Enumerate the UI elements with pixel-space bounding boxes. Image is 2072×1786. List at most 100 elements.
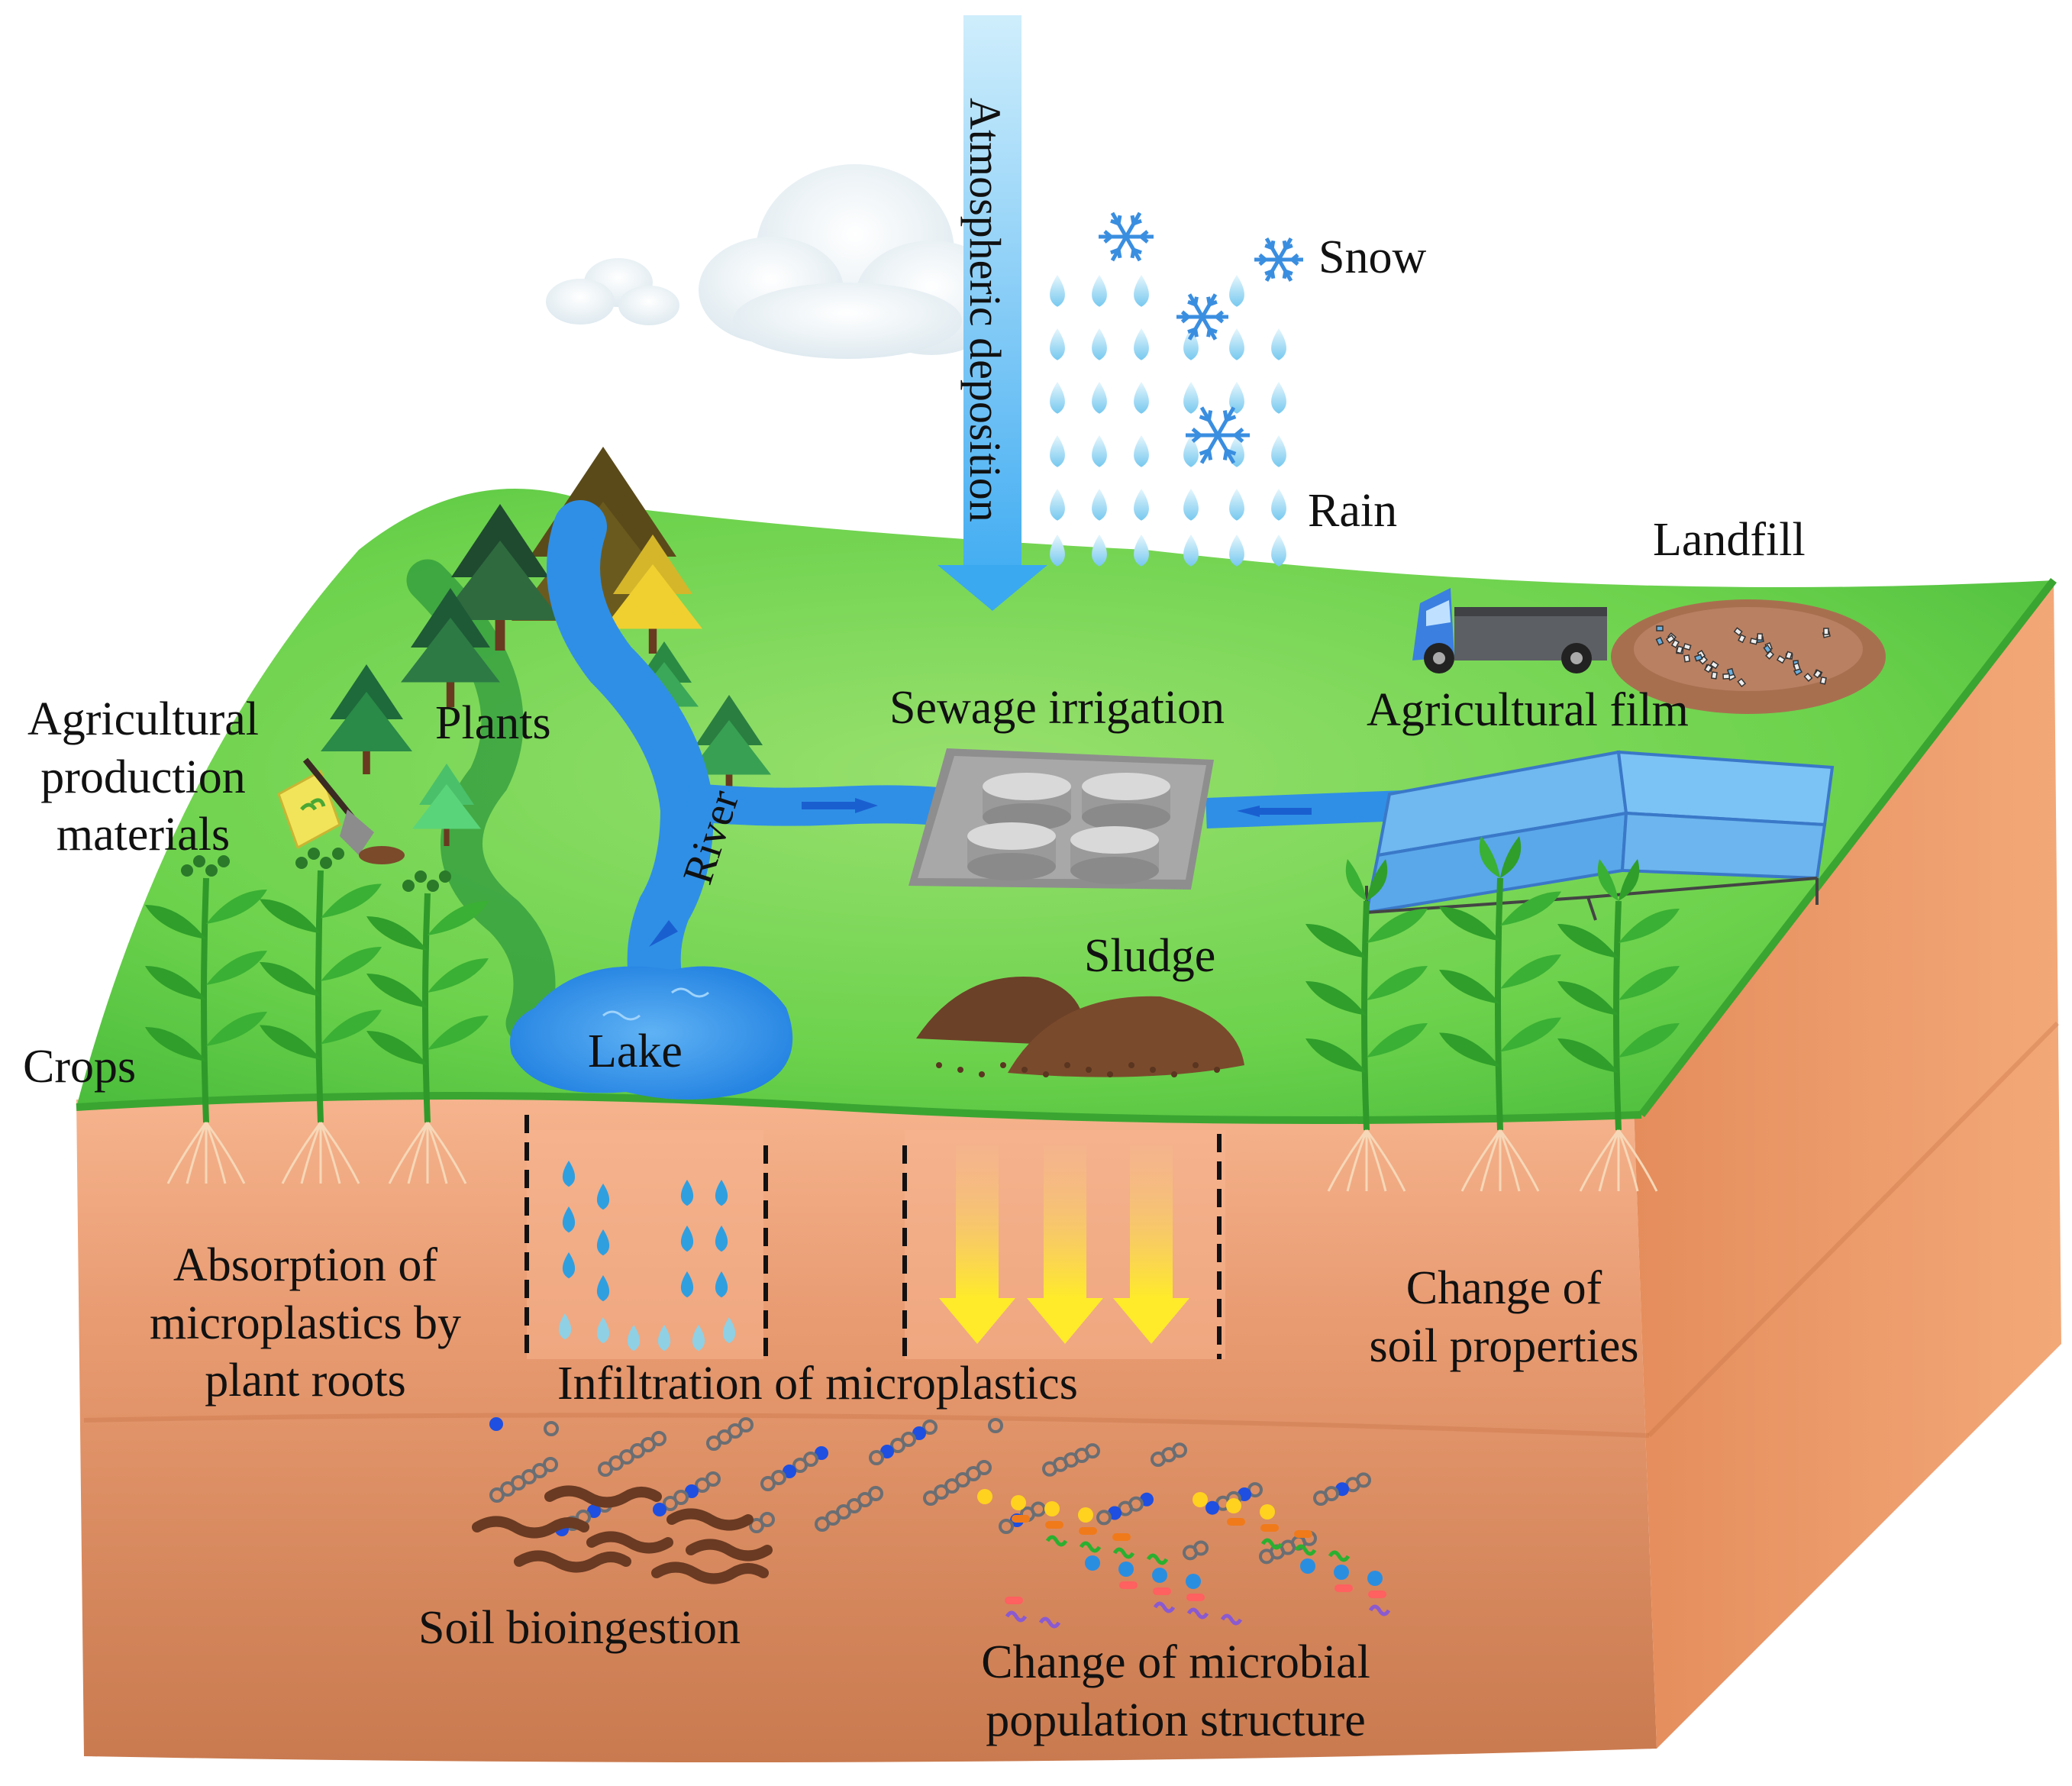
crop-icon: [260, 848, 382, 1184]
tree-icon: [412, 764, 481, 846]
raindrop-icon: [1134, 275, 1149, 307]
cloud-icon: [546, 258, 679, 325]
rain-label: Rain: [1308, 485, 1398, 537]
raindrop-icon: [1229, 489, 1244, 521]
change-soil-line: soil properties: [1369, 1319, 1639, 1372]
river: [547, 500, 1406, 1012]
microplastic-icon: [869, 1450, 884, 1465]
raindrop-icon: [1134, 382, 1149, 414]
crop-icon: [1305, 859, 1428, 1192]
raindrop-icon: [1271, 535, 1286, 567]
raindrop-icon: [1134, 535, 1149, 567]
snowflake-icon: [1186, 406, 1250, 464]
microbe-icon: [1186, 1574, 1201, 1589]
change-soil-properties-label: Change of soil properties: [1313, 1260, 1695, 1375]
change-microbial-line: Change of microbial: [981, 1636, 1370, 1688]
change-soil-line: Change of: [1406, 1262, 1602, 1314]
infiltration-boundaries: [524, 1115, 1222, 1359]
sludge-label: Sludge: [1084, 930, 1216, 982]
microbe-icon: [1226, 1498, 1241, 1513]
microplastic-icon: [912, 1426, 926, 1440]
microbe-icon: [977, 1489, 1391, 1629]
raindrop-icon: [680, 1226, 694, 1252]
agricultural-production-materials-line: Agricultural: [27, 693, 259, 745]
raindrop-icon: [1271, 435, 1286, 467]
raindrop-icon: [627, 1325, 641, 1352]
tree-icon: [603, 535, 702, 654]
raindrop-icon: [1271, 489, 1286, 521]
microplastic-icon: [489, 1487, 505, 1503]
microplastic-icon: [544, 1421, 559, 1436]
raindrop-icon: [715, 1226, 728, 1252]
microbe-icon: [1328, 1550, 1351, 1562]
crop-icon: [1557, 859, 1680, 1192]
raindrop-icon: [1183, 535, 1199, 567]
microbe-icon: [1227, 1518, 1245, 1526]
snowflake-icon: [1254, 237, 1303, 282]
microbe-icon: [1079, 1541, 1102, 1553]
microplastic-icon: [663, 1496, 678, 1511]
earthworm-icon: [472, 1485, 773, 1584]
greenhouse-icon: [1364, 750, 1835, 921]
raindrop-icon: [1092, 489, 1107, 521]
raindrop-icon: [1229, 535, 1244, 567]
raindrop-icon: [596, 1275, 610, 1302]
microbe-icon: [1294, 1530, 1312, 1538]
microplastic-icon: [749, 1518, 764, 1533]
microplastic-icon: [1183, 1545, 1198, 1561]
agricultural-production-materials-line: materials: [56, 809, 231, 861]
tree-icon: [439, 504, 561, 651]
soil-bioingestion-label: Soil bioingestion: [418, 1602, 741, 1654]
raindrop-icon: [1050, 535, 1065, 567]
raindrop-icon: [1271, 328, 1286, 360]
plants-label: Plants: [435, 697, 551, 749]
agricultural-production-materials-line: production: [40, 751, 246, 803]
raindrop-icon: [1092, 535, 1107, 567]
absorption-line: plant roots: [205, 1355, 406, 1407]
tank-icon: [1070, 826, 1159, 884]
microbe-icon: [1368, 1591, 1386, 1598]
microbe-icon: [1153, 1587, 1171, 1595]
microplastic-icon: [489, 1417, 503, 1431]
microbe-icon: [1038, 1616, 1061, 1629]
raindrop-icon: [562, 1252, 576, 1279]
microplastic-icon: [706, 1436, 721, 1451]
raindrop-icon: [1183, 489, 1199, 521]
microplastic-icon: [1042, 1461, 1057, 1477]
microbe-icon: [1112, 1547, 1135, 1559]
tree-icon: [687, 695, 771, 796]
raindrop-icon: [1050, 489, 1065, 521]
rain-drops: [1050, 275, 1286, 567]
raindrop-icon: [715, 1271, 728, 1298]
raindrop-icon: [1183, 435, 1199, 467]
raindrop-icon: [1050, 382, 1065, 414]
raindrop-icon: [1183, 382, 1199, 414]
raindrop-icon: [1050, 435, 1065, 467]
raindrop-icon: [1229, 382, 1244, 414]
microbe-icon: [1118, 1562, 1134, 1577]
absorption-label: Absorption of microplastics by plant roo…: [99, 1237, 512, 1410]
raindrop-icon: [1092, 275, 1107, 307]
raindrop-icon: [562, 1161, 576, 1187]
microbe-icon: [1334, 1565, 1349, 1580]
microbe-icon: [1300, 1558, 1315, 1574]
landfill-label: Landfill: [1653, 514, 1806, 566]
crop-icon: [145, 855, 267, 1184]
raindrop-icon: [1092, 435, 1107, 467]
microplastic-icon: [587, 1504, 601, 1518]
tank-icon: [967, 822, 1056, 880]
raindrop-icon: [1050, 328, 1065, 360]
microbe-icon: [1044, 1501, 1060, 1516]
soil-front-face: [76, 1093, 1657, 1762]
crop-icon: [1439, 836, 1561, 1192]
infiltration-arrows: [939, 1145, 1189, 1344]
raindrop-icon: [596, 1317, 610, 1344]
infiltration-drops: [558, 1161, 736, 1352]
raindrop-icon: [1229, 275, 1244, 307]
microbe-icon: [1085, 1555, 1100, 1571]
microbe-icon: [1119, 1581, 1138, 1589]
raindrop-icon: [596, 1184, 610, 1210]
lake-label: Lake: [588, 1025, 683, 1077]
microbe-icon: [1335, 1584, 1353, 1592]
landfill-mound: [1611, 599, 1886, 714]
